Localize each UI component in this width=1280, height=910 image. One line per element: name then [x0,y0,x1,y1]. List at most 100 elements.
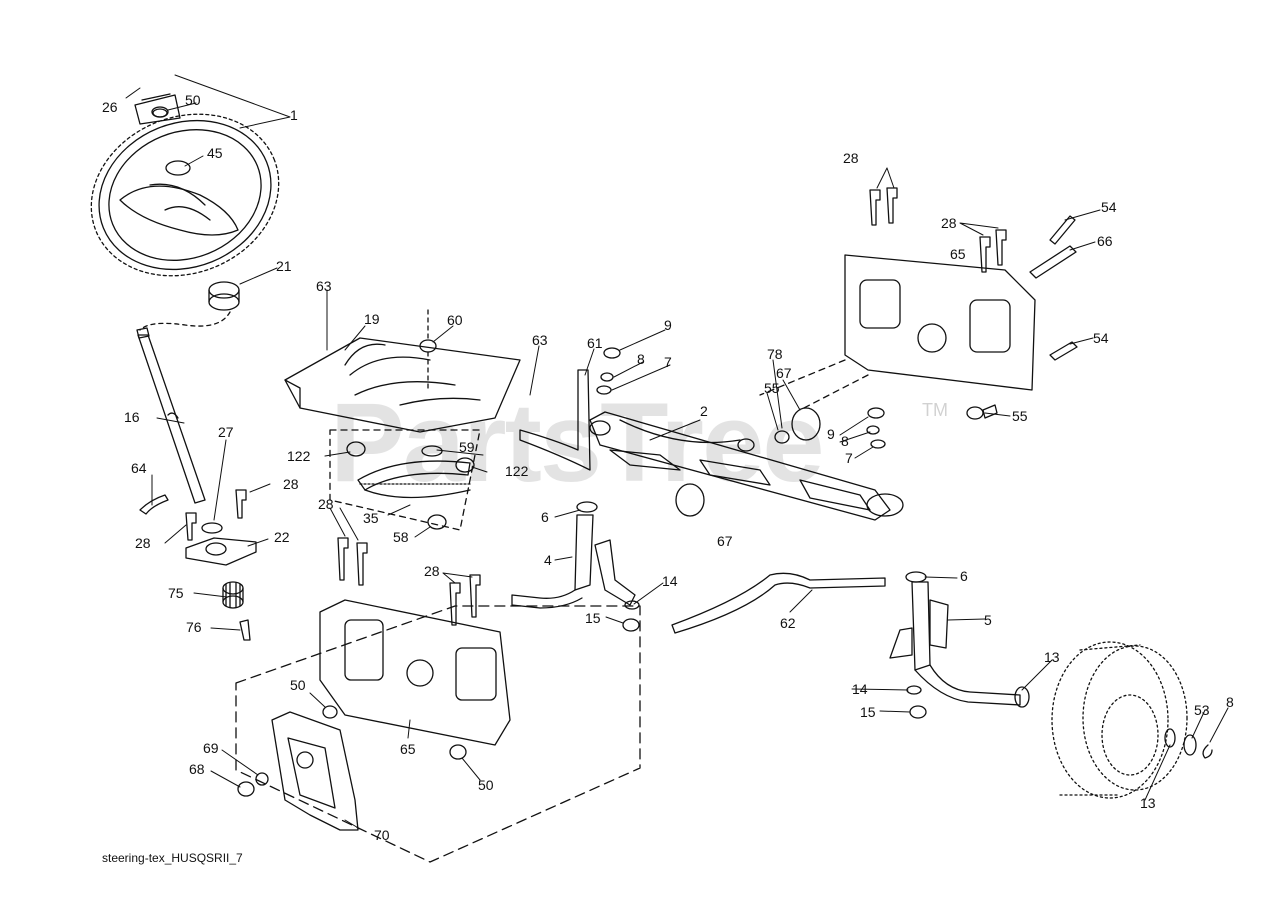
washer-14-left [624,600,640,610]
callout: 28 [843,150,859,166]
front-axle [589,411,904,521]
cover-67-upper [791,407,821,441]
washer-69 [255,772,269,786]
callout: 19 [364,311,380,327]
callout: 28 [135,535,151,551]
spindle-left [511,514,636,609]
callout: 50 [290,677,306,693]
callout: 9 [827,426,835,442]
support-plate-65-lower [319,599,511,746]
callout: 1 [290,107,298,123]
nut-15-left [622,618,640,632]
callout: 60 [447,312,463,328]
wheel-nut [152,108,168,118]
callout: 28 [941,215,957,231]
callout: 7 [845,450,853,466]
diagram-caption: steering-tex_HUSQSRII_7 [102,851,243,865]
bearing-flange [185,537,257,566]
washer-13-outer [1164,728,1176,748]
callout: 66 [1097,233,1113,249]
nut-15-right [909,705,927,719]
pin-66 [1029,245,1077,279]
callout: 14 [662,573,678,589]
callout: 64 [131,460,147,476]
callout: 62 [780,615,796,631]
callout: 13 [1140,795,1156,811]
steering-shaft [136,327,206,504]
callout: 13 [1044,649,1060,665]
sector-gear [357,460,471,499]
pin-54-top [1049,215,1076,245]
callout: 21 [276,258,292,274]
bolt-28-g [449,582,461,626]
callout: 70 [374,827,390,843]
callout: 75 [168,585,184,601]
bolt-28-a [869,189,881,226]
callout: 9 [664,317,672,333]
callout: 122 [287,448,311,464]
support-plate [284,337,521,433]
wheel-cap [165,160,191,176]
callout: 69 [203,740,219,756]
callout: 26 [102,99,118,115]
pin-64 [139,494,169,515]
bolt-28-j [185,512,197,541]
callout: 5 [984,612,992,628]
callout: 6 [960,568,968,584]
washer-27 [201,522,223,534]
shaft-link-dashed [139,311,231,331]
leader-lines [125,74,1229,830]
callout: 65 [400,741,416,757]
bushing-78 [774,430,790,444]
watermark: PartsTree [330,380,825,505]
bolt-28-c [979,236,991,273]
callout: 8 [1226,694,1234,710]
pivot-58 [427,514,447,530]
callout: 22 [274,529,290,545]
drag-link [519,369,591,471]
washer-14-right [906,685,922,695]
washer-53 [1183,734,1197,756]
callout: 78 [767,346,783,362]
callout: 65 [950,246,966,262]
tie-rod [671,572,886,634]
callout: 28 [424,563,440,579]
cover-67-lower [675,483,705,517]
washer-13-inner [1014,686,1030,708]
cap-9-left [603,347,621,359]
bracket-70 [271,711,359,831]
callout: 63 [532,332,548,348]
callout: 6 [541,509,549,525]
cap-9-right [867,407,885,419]
callout: 8 [841,433,849,449]
callout: 7 [664,354,672,370]
callout: 68 [189,761,205,777]
clip-8-right [866,425,880,435]
callout: 14 [852,681,868,697]
callout: 54 [1093,330,1109,346]
front-wheel [1051,641,1188,799]
callout: 67 [717,533,733,549]
callout: 53 [1194,702,1210,718]
bolt-28-h [469,574,481,618]
steering-adapter [208,281,240,311]
bolt-28-i [235,489,247,519]
callout: 63 [316,278,332,294]
nut-50-lower-left [322,705,338,719]
callout: 76 [186,619,202,635]
washer-7-left [596,385,612,395]
callout: 35 [363,510,379,526]
bushing-55-right [966,406,984,420]
callout: 50 [478,777,494,793]
washer-7-right [870,439,886,449]
trademark-mark: TM [922,400,948,420]
bolt-28-b [886,187,898,224]
callout: 45 [207,145,223,161]
callout: 61 [587,335,603,351]
callout: 15 [585,610,601,626]
bushing-122-left [346,441,366,457]
callout: 67 [776,365,792,381]
spindle-right [889,581,1021,706]
callout: 2 [700,403,708,419]
